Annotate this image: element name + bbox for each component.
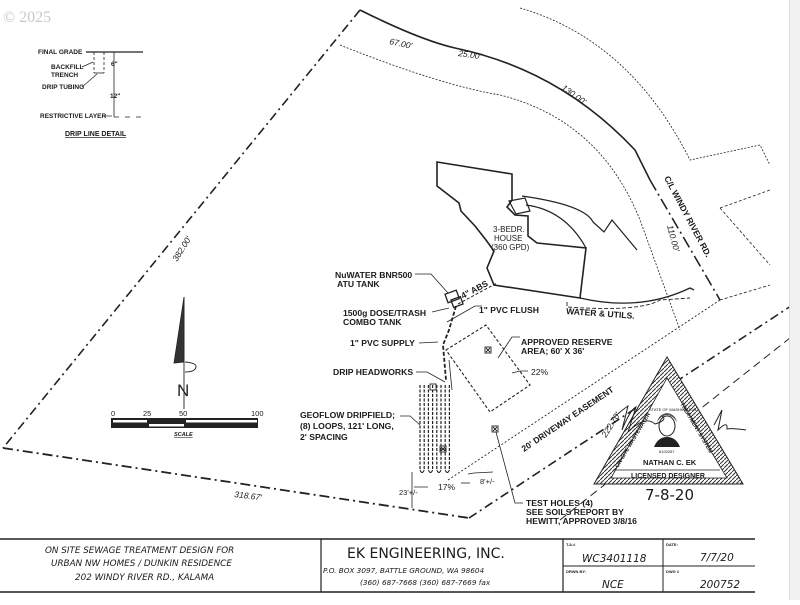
- trench-label: TRENCH: [51, 72, 78, 79]
- drip-tubing-label: DRIP TUBING: [42, 84, 84, 91]
- drawing-number-label: DWG #: [666, 569, 680, 574]
- scale-tick-50: 50: [179, 409, 187, 418]
- designer-signature: [610, 404, 665, 433]
- title-block: ON SITE SEWAGE TREATMENT DESIGN FOR URBA…: [0, 538, 755, 593]
- water-utilities-line: [566, 287, 695, 309]
- driveway-easement: [447, 299, 800, 521]
- house-label-3: (360 GPD): [491, 243, 530, 252]
- test-holes-label-3: HEWITT, APPROVED 3/8/16: [526, 516, 637, 526]
- dose-tank-label: 1500g DOSE/TRASH: [343, 308, 426, 318]
- drip-headworks-label: DRIP HEADWORKS: [333, 367, 413, 377]
- house-label-1: 3-BEDR.: [493, 225, 525, 234]
- dripfield-label-2: (8) LOOPS, 121' LONG,: [300, 421, 394, 431]
- project-title-line1: ON SITE SEWAGE TREATMENT DESIGN FOR: [45, 546, 234, 556]
- scale-tick-100: 100: [251, 409, 264, 418]
- depth-6-label: 6": [111, 61, 118, 68]
- page-edge: [789, 0, 800, 600]
- date-value: 7/7/20: [700, 552, 734, 564]
- pvc-flush-label: 1" PVC FLUSH: [479, 305, 539, 315]
- reserve-area-label: APPROVED RESERVE: [521, 337, 613, 347]
- reserve-area-label-2: AREA; 60' X 36': [521, 346, 584, 356]
- copyright-watermark: © 2025: [3, 9, 51, 26]
- house-label-2: HOUSE: [494, 234, 522, 243]
- drip-loop-ends: [419, 469, 450, 473]
- pvc-supply-label: 1" PVC SUPPLY: [350, 338, 415, 348]
- dose-trash-tank: [450, 295, 464, 309]
- north-label: N: [177, 381, 189, 400]
- stamp-name: NATHAN C. EK: [643, 458, 697, 467]
- house-footprint: [436, 161, 638, 299]
- firm-address: P.O. BOX 3097, BATTLE GROUND, WA 98604: [323, 566, 485, 575]
- geoflow-dripfield: [419, 385, 450, 473]
- drawn-by-value: NCE: [602, 579, 624, 591]
- test-holes-label: TEST HOLES (4): [526, 498, 593, 508]
- final-grade-label: FINAL GRADE: [38, 49, 83, 56]
- setback-8-label: 8'+/-: [480, 477, 495, 486]
- arc-67-dimension: 67.00': [389, 36, 414, 51]
- signed-date: 7-8-20: [645, 486, 694, 504]
- north-arrow-icon: [173, 296, 185, 364]
- atu-tank-label-2: ATU TANK: [337, 279, 380, 289]
- drip-line-detail-title: DRIP LINE DETAIL: [65, 131, 127, 138]
- west-boundary-dimension: 382.00': [170, 234, 193, 263]
- date-label: DATE:: [666, 542, 678, 547]
- drawing-number-value: 200752: [700, 579, 740, 591]
- firm-name: EK ENGINEERING, INC.: [347, 546, 505, 562]
- slope-22-label: 22%: [531, 367, 549, 377]
- dripfield-label-1: GEOFLOW DRIPFIELD;: [300, 410, 395, 420]
- scale-tick-0: 0: [111, 409, 115, 418]
- scale-tick-25: 25: [143, 409, 151, 418]
- road-110-dimension: 110.00': [665, 224, 682, 253]
- arc-130-dimension: 130.00': [560, 82, 589, 106]
- stamp-license-number: 8100287: [659, 449, 675, 454]
- callout-leaders: [400, 273, 528, 508]
- slope-17-label: 17%: [438, 482, 456, 492]
- septic-system: [442, 282, 531, 413]
- firm-phone: (360) 687-7668 (360) 687-7669 fax: [360, 578, 491, 587]
- tax-number-label: T.A.#: [566, 542, 576, 547]
- stamp-state-text: STATE OF WASHINGTON: [649, 407, 697, 412]
- dripfield-label-3: 2' SPACING: [300, 432, 348, 442]
- property-boundary: [2, 7, 800, 519]
- southeast-222-dimension: 222.70': [599, 410, 623, 440]
- tax-number-value: WC3401118: [582, 553, 647, 565]
- project-title-line2: URBAN NW HOMES / DUNKIN RESIDENCE: [51, 559, 232, 569]
- project-address: 202 WINDY RIVER RD., KALAMA: [75, 573, 214, 583]
- washington-portrait: [654, 413, 680, 447]
- arc-25-dimension: 25.00': [457, 48, 482, 61]
- scale-bar: 0 25 50 100 SCALE: [111, 409, 264, 438]
- backfill-label: BACKFILL: [51, 64, 84, 71]
- scale-label: SCALE: [174, 432, 193, 438]
- water-utils-label: WATER & UTILS.: [566, 306, 635, 321]
- north-arrow: N: [173, 296, 197, 409]
- south-boundary-dimension: 318.67': [234, 489, 263, 502]
- designer-signature-initials: [713, 409, 747, 432]
- driveway-easement-label: 20' DRIVEWAY EASEMENT: [520, 384, 617, 454]
- atu-tank: [444, 289, 461, 304]
- drawn-by-label: DRWN BY:: [566, 569, 586, 574]
- atu-tank-label: NuWATER BNR500: [335, 270, 412, 280]
- restrictive-layer-label: RESTRICTIVE LAYER: [40, 113, 107, 120]
- setback-23-label: 23'+/-: [399, 488, 418, 497]
- stamp-title: LICENSED DESIGNER: [631, 473, 705, 480]
- test-holes-label-2: SEE SOILS REPORT BY: [526, 507, 624, 517]
- depth-12-label: 12": [110, 93, 120, 100]
- drip-line-detail: FINAL GRADE BACKFILL TRENCH DRIP TUBING …: [38, 49, 143, 138]
- dose-tank-label-2: COMBO TANK: [343, 317, 402, 327]
- designer-stamp: ON-SITE WASTEWATER TREATMENT SYSTEM STAT…: [593, 356, 747, 504]
- test-hole-markers: [429, 346, 499, 453]
